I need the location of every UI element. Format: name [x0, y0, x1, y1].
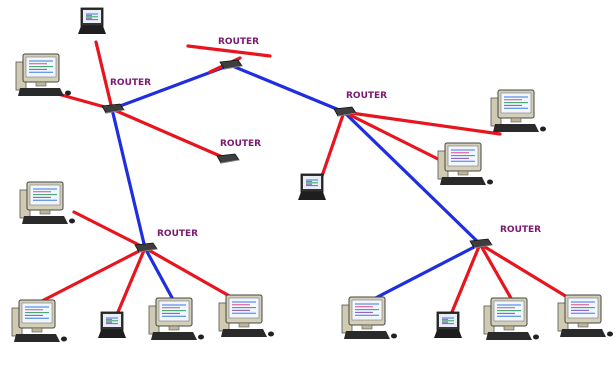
- laptop-computer-icon: [434, 311, 462, 338]
- router-icon: [101, 103, 125, 114]
- backbone-link-3: [342, 110, 482, 246]
- desktop-computer-icon: [218, 294, 274, 337]
- router-icon: [333, 106, 357, 117]
- desktop-computer-icon: [437, 142, 493, 185]
- backbone-link-1: [228, 63, 346, 114]
- desktop-computer-icon: [148, 297, 204, 340]
- router-label: ROUTER: [220, 139, 261, 149]
- router-icon: [216, 153, 240, 164]
- laptop-computer-icon: [98, 311, 126, 338]
- backbone-link-5: [364, 242, 482, 305]
- router-label: ROUTER: [218, 37, 259, 47]
- backbone-link-2: [110, 107, 147, 250]
- laptop-computer-icon: [78, 7, 106, 34]
- host-link-14: [72, 210, 147, 250]
- desktop-computer-icon: [11, 299, 67, 342]
- network-routers: ROUTER ROUTER ROUTER ROUTER ROUTER ROUTER: [101, 37, 541, 253]
- desktop-computer-icon: [19, 181, 75, 224]
- router-icon: [469, 238, 493, 249]
- network-hosts: [11, 7, 613, 342]
- router-icon: [134, 242, 158, 253]
- host-link-19: [478, 242, 514, 302]
- router-label: ROUTER: [346, 91, 387, 101]
- host-link-15: [38, 246, 147, 304]
- host-link-8: [94, 40, 114, 111]
- host-link-6: [186, 44, 272, 58]
- desktop-computer-icon: [490, 89, 546, 132]
- host-link-11: [342, 110, 502, 136]
- desktop-computer-icon: [15, 53, 71, 96]
- router-label: ROUTER: [157, 229, 198, 239]
- host-link-12: [342, 110, 442, 162]
- host-link-13: [320, 110, 346, 178]
- router-icon: [219, 59, 243, 70]
- desktop-computer-icon: [341, 296, 397, 339]
- host-link-20: [478, 242, 574, 302]
- desktop-computer-icon: [557, 294, 613, 337]
- network-links: [38, 40, 574, 314]
- host-link-10: [110, 107, 229, 161]
- host-link-17: [143, 246, 242, 304]
- backbone-link-4: [143, 246, 178, 307]
- laptop-computer-icon: [298, 173, 326, 200]
- desktop-computer-icon: [483, 297, 539, 340]
- router-label: ROUTER: [110, 78, 151, 88]
- host-link-16: [116, 246, 147, 314]
- host-link-18: [450, 242, 482, 314]
- router-label: ROUTER: [500, 225, 541, 235]
